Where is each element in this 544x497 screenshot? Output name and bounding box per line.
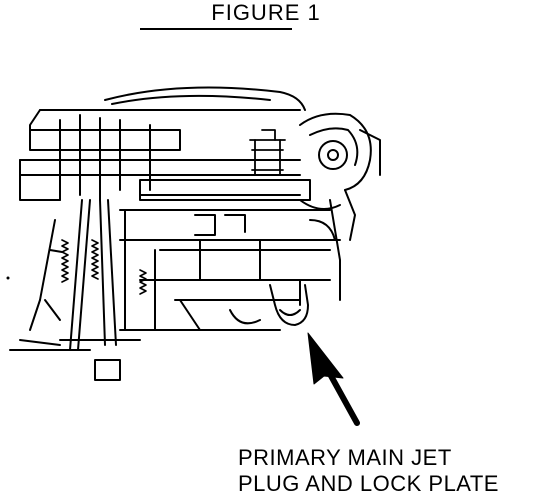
figure-title: FIGURE 1 bbox=[0, 0, 544, 26]
speck bbox=[6, 276, 10, 280]
figure-title-text: FIGURE 1 bbox=[211, 0, 321, 25]
carburetor-body bbox=[9, 114, 341, 381]
callout-line-2: PLUG AND LOCK PLATE bbox=[238, 471, 499, 496]
choke-housing bbox=[299, 112, 381, 241]
callout-line-1: PRIMARY MAIN JET bbox=[238, 445, 452, 470]
fuel-bowl bbox=[269, 284, 309, 326]
callout-label: PRIMARY MAIN JET PLUG AND LOCK PLATE bbox=[238, 445, 499, 497]
title-underline bbox=[140, 28, 292, 30]
choke-bellows bbox=[249, 129, 286, 176]
linkage-rods bbox=[29, 199, 117, 351]
air-horn bbox=[29, 86, 306, 136]
springs bbox=[61, 239, 147, 295]
callout-arrow bbox=[307, 332, 360, 426]
